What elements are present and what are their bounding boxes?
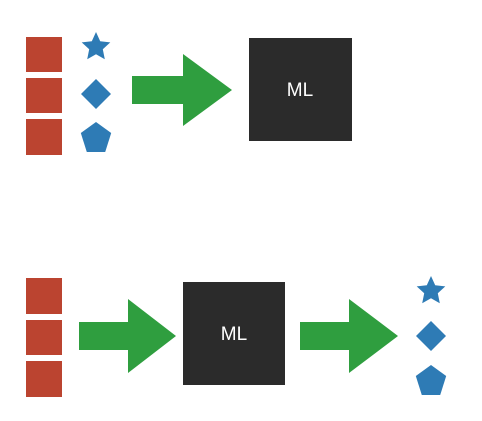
input-arrow (79, 299, 176, 373)
feature-block (26, 119, 62, 155)
star-icon (81, 32, 111, 60)
diamond-icon (81, 79, 111, 109)
pentagon-icon (415, 365, 447, 395)
training-feature-stack (26, 37, 62, 155)
training-row: ML (26, 32, 352, 155)
inference-row: ML (26, 276, 447, 397)
training-ml-label: ML (287, 80, 313, 101)
feature-block (26, 320, 62, 355)
star-icon (416, 276, 446, 304)
predicted-label-symbols (415, 276, 447, 395)
inference-feature-stack (26, 278, 62, 397)
feature-block (26, 37, 62, 72)
training-ml-box: ML (249, 38, 352, 141)
training-arrow (132, 54, 232, 126)
diamond-icon (416, 321, 446, 351)
pentagon-icon (80, 122, 112, 152)
inference-ml-label: ML (221, 324, 247, 345)
inference-ml-box: ML (183, 282, 285, 385)
feature-block (26, 278, 62, 314)
feature-block (26, 78, 62, 113)
feature-block (26, 361, 62, 397)
output-arrow (300, 299, 398, 373)
training-label-symbols (80, 32, 112, 152)
